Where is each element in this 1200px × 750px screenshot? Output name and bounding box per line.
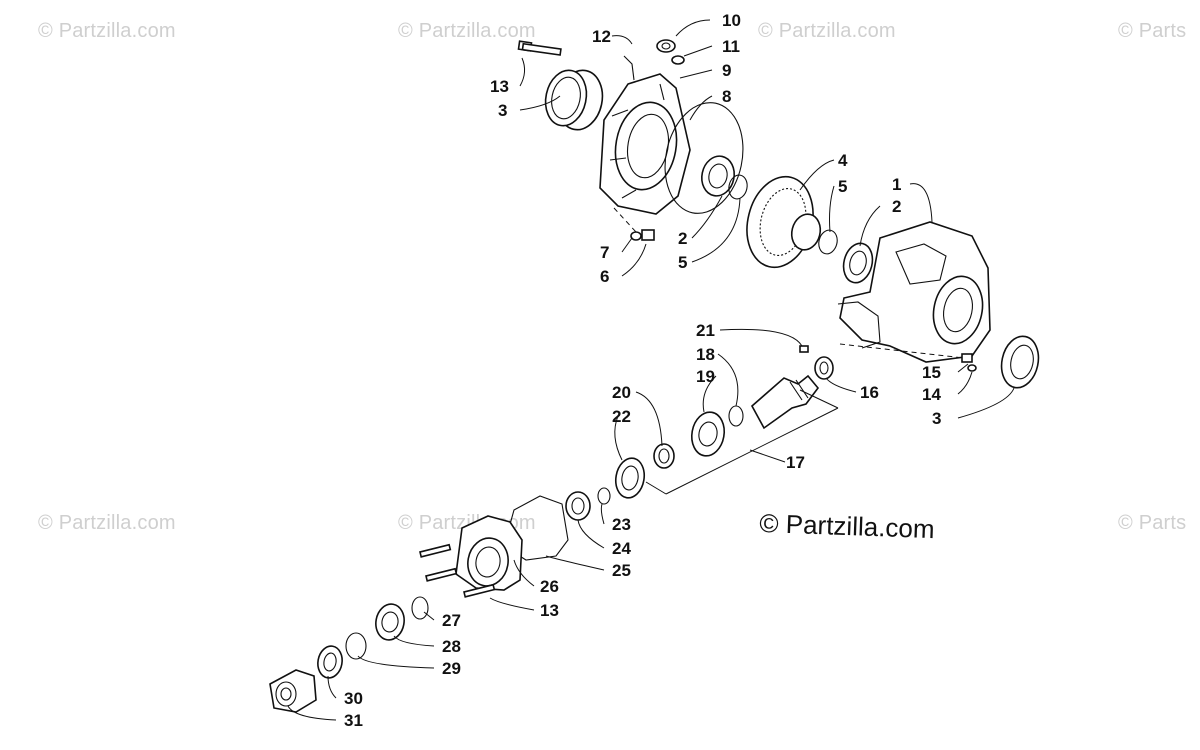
watermark: © Partzilla.com <box>38 512 176 534</box>
callout: 13 <box>540 601 559 620</box>
pin-21 <box>799 345 809 353</box>
breather-12 <box>623 55 635 81</box>
callout: 2 <box>892 197 901 216</box>
plug-6 <box>641 229 655 241</box>
callout: 24 <box>612 539 631 558</box>
shim-5-left <box>728 174 748 200</box>
bolt-13-lower <box>419 543 496 598</box>
watermark: © Partzilla.com <box>38 20 176 42</box>
watermark: © Parts <box>1118 20 1187 42</box>
seal-3-top <box>544 69 604 131</box>
bolt-15 <box>961 353 973 363</box>
o-ring-11 <box>671 55 685 65</box>
callout: 15 <box>922 363 941 382</box>
callout: 31 <box>344 711 363 730</box>
o-ring-8 <box>664 102 744 214</box>
callout: 29 <box>442 659 461 678</box>
callout: 7 <box>600 243 609 262</box>
callout: 8 <box>722 87 731 106</box>
seal-30 <box>317 645 343 679</box>
callout: 13 <box>490 77 509 96</box>
callout: 11 <box>722 37 740 56</box>
callout: 5 <box>838 177 847 196</box>
callout: 12 <box>592 27 611 46</box>
callout: 4 <box>838 151 848 170</box>
callout: 26 <box>540 577 559 596</box>
callout: 1 <box>892 175 901 194</box>
callout: 6 <box>600 267 609 286</box>
bearing-24 <box>565 491 591 521</box>
snap-ring-23 <box>597 487 611 505</box>
callout: 21 <box>696 321 715 340</box>
copyright-text: © Partzilla.com <box>758 508 936 545</box>
callout: 16 <box>860 383 879 402</box>
callout: 2 <box>678 229 687 248</box>
clip-18 <box>728 405 744 427</box>
bearing-2-left <box>701 155 735 197</box>
callout: 18 <box>696 345 715 364</box>
callout: 22 <box>612 407 631 426</box>
bearing-race-20 <box>653 443 675 469</box>
snap-ring-27 <box>411 596 429 620</box>
bearing-19 <box>690 411 726 457</box>
output-cover-9 <box>599 73 691 215</box>
pinion-shaft <box>750 374 820 430</box>
callout: 5 <box>678 253 687 272</box>
callout: 20 <box>612 383 631 402</box>
shim-5-right <box>818 229 838 255</box>
callout: 27 <box>442 611 461 630</box>
watermark: © Partzilla.com <box>398 20 536 42</box>
bearing-2-right <box>842 242 874 284</box>
pinion-housing-26 <box>455 515 523 591</box>
seal-3-right <box>1000 335 1040 389</box>
leader-lines <box>287 19 1015 721</box>
callout: 30 <box>344 689 363 708</box>
cap-10 <box>656 39 676 53</box>
callout: 19 <box>696 367 715 386</box>
callout: 25 <box>612 561 631 580</box>
coupler-31 <box>269 669 317 713</box>
bolt-13-top <box>517 40 562 56</box>
washer-7 <box>630 231 642 241</box>
callout: 10 <box>722 11 741 30</box>
callout: 23 <box>612 515 631 534</box>
washer-14 <box>967 364 977 372</box>
callout: 3 <box>498 101 507 120</box>
watermark: © Partzilla.com <box>758 20 896 42</box>
callout: 17 <box>786 453 805 472</box>
gear-case-housing-1 <box>837 221 991 363</box>
callout: 28 <box>442 637 461 656</box>
bearing-28 <box>375 603 405 641</box>
snap-ring-29 <box>345 632 367 660</box>
seal-22 <box>614 457 646 499</box>
callout: 9 <box>722 61 731 80</box>
watermark: © Parts <box>1118 512 1187 534</box>
ring-gear-4 <box>746 175 822 269</box>
bearing-16 <box>814 356 834 380</box>
callout: 14 <box>922 385 941 404</box>
callout: 3 <box>932 409 941 428</box>
